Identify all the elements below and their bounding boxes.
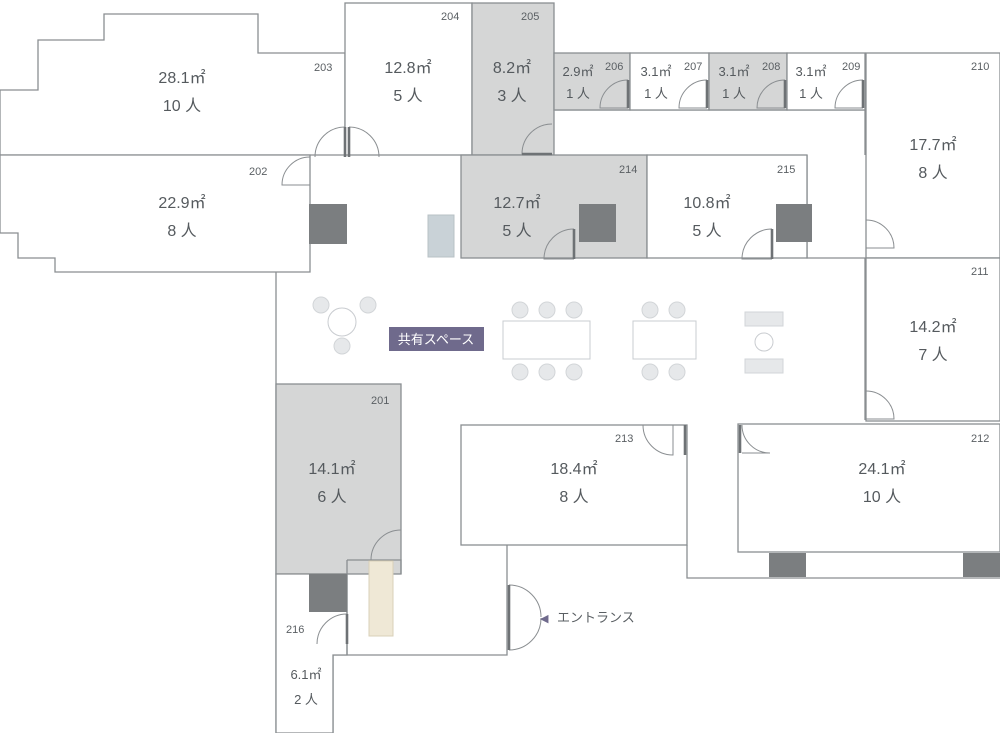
room-number: 208 <box>762 61 780 73</box>
pillar <box>776 204 812 242</box>
room-capacity: 5 人 <box>393 87 422 105</box>
room-capacity: 1 人 <box>722 86 746 101</box>
room-number: 207 <box>684 61 702 73</box>
room-capacity: 6 人 <box>317 488 346 506</box>
room-area: 18.4㎡ <box>550 460 597 478</box>
room-area: 28.1㎡ <box>158 69 205 87</box>
room-area: 14.1㎡ <box>308 460 355 478</box>
pillar <box>579 204 616 242</box>
room-212[interactable]: 212 24.1㎡ 10 人 <box>737 423 1000 553</box>
pillar <box>309 204 347 244</box>
pillar <box>963 553 1000 577</box>
room-capacity: 8 人 <box>559 488 588 506</box>
locker <box>427 214 455 258</box>
room-area: 2.9㎡ <box>562 64 593 79</box>
room-area: 8.2㎡ <box>493 59 531 77</box>
room-number: 205 <box>521 11 539 23</box>
doors <box>281 79 895 651</box>
lounge-set <box>312 296 377 355</box>
room-capacity: 1 人 <box>799 86 823 101</box>
room-number: 211 <box>971 266 989 278</box>
room-205[interactable]: 205 8.2㎡ 3 人 <box>471 2 555 156</box>
room-202[interactable]: 202 22.9㎡ 8 人 <box>0 154 311 273</box>
room-210[interactable]: 210 17.7㎡ 8 人 <box>865 52 1000 259</box>
room-capacity: 10 人 <box>863 488 901 506</box>
shared-space-label: 共有スペース <box>389 327 484 351</box>
room-214[interactable]: 214 12.7㎡ 5 人 <box>460 154 648 259</box>
room-area: 3.1㎡ <box>795 64 826 79</box>
room-number: 216 <box>286 624 304 636</box>
room-area: 10.8㎡ <box>683 194 730 212</box>
room-area: 24.1㎡ <box>858 460 905 478</box>
room-area: 3.1㎡ <box>640 64 671 79</box>
room-211[interactable]: 211 14.2㎡ 7 人 <box>865 257 1000 422</box>
room-number: 204 <box>441 11 459 23</box>
room-area: 6.1㎡ <box>290 667 321 682</box>
room-number: 210 <box>971 61 989 73</box>
entrance-text: エントランス <box>557 611 635 626</box>
room-number: 215 <box>777 164 795 176</box>
room-201[interactable]: 201 14.1㎡ 6 人 <box>275 383 402 575</box>
room-number: 212 <box>971 433 989 445</box>
room-number: 203 <box>314 62 332 74</box>
room-number: 213 <box>615 433 633 445</box>
room-capacity: 5 人 <box>692 222 721 240</box>
room-area: 12.8㎡ <box>384 59 431 77</box>
room-capacity: 3 人 <box>497 87 526 105</box>
room-number: 209 <box>842 61 860 73</box>
room-number: 202 <box>249 166 267 178</box>
pillar <box>769 553 806 577</box>
pillar <box>309 574 347 612</box>
room-area: 12.7㎡ <box>493 194 540 212</box>
sofa-set <box>744 311 784 374</box>
room-capacity: 7 人 <box>918 346 947 364</box>
room-capacity: 1 人 <box>644 86 668 101</box>
room-number: 201 <box>371 395 389 407</box>
entrance-label: ◀ エントランス <box>540 611 635 626</box>
meeting-table-2 <box>632 301 697 381</box>
room-capacity: 5 人 <box>502 222 531 240</box>
room-capacity: 8 人 <box>167 222 196 240</box>
room-204[interactable]: 204 12.8㎡ 5 人 <box>344 2 473 156</box>
room-area: 3.1㎡ <box>718 64 749 79</box>
room-capacity: 10 人 <box>163 97 201 115</box>
room-area: 14.2㎡ <box>909 318 956 336</box>
room-209[interactable]: 209 3.1㎡ 1 人 <box>786 52 866 111</box>
shelf <box>368 560 394 637</box>
room-216[interactable]: 216 6.1㎡ 2 人 <box>275 573 348 733</box>
entrance-arrow-icon: ◀ <box>540 612 549 625</box>
room-capacity: 1 人 <box>566 86 590 101</box>
room-213[interactable]: 213 18.4㎡ 8 人 <box>460 424 688 546</box>
shared-space-text: 共有スペース <box>398 333 474 348</box>
room-number: 206 <box>605 61 623 73</box>
room-area: 17.7㎡ <box>909 136 956 154</box>
meeting-table-1 <box>502 301 591 381</box>
room-207[interactable]: 207 3.1㎡ 1 人 <box>629 52 710 111</box>
room-capacity: 8 人 <box>918 164 947 182</box>
room-capacity: 2 人 <box>294 692 318 707</box>
room-203[interactable]: 203 28.1㎡ 10 人 <box>0 13 346 156</box>
room-208[interactable]: 208 3.1㎡ 1 人 <box>708 52 788 111</box>
room-number: 214 <box>619 164 637 176</box>
room-area: 22.9㎡ <box>158 194 205 212</box>
